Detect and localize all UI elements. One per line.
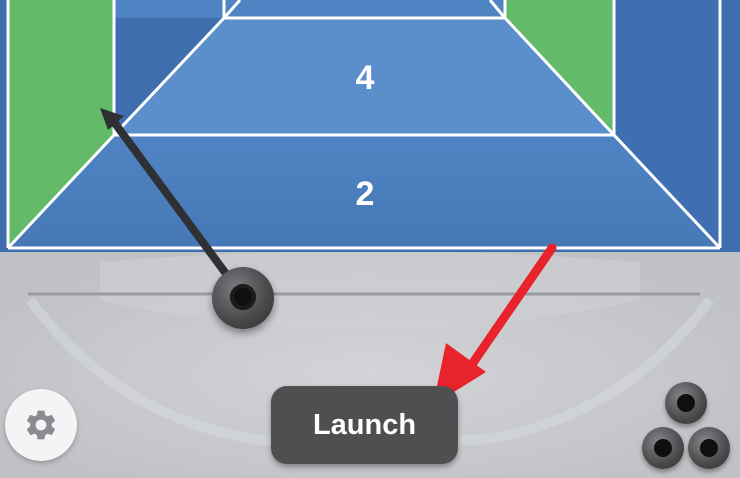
- gear-icon: [26, 410, 56, 440]
- zone-4-label: 4: [355, 59, 375, 97]
- launch-button[interactable]: Launch: [271, 386, 458, 464]
- aim-arrow: [100, 108, 242, 294]
- zone-4-area: [114, 18, 614, 135]
- zone-2-label: 2: [355, 175, 375, 213]
- remaining-ball: [642, 427, 684, 469]
- remaining-ball: [665, 382, 707, 424]
- court-lines: [6, 0, 722, 250]
- launcher-knob[interactable]: [212, 267, 274, 329]
- remaining-ball: [688, 427, 730, 469]
- launcher-knob-hole: [230, 284, 256, 310]
- settings-button[interactable]: [5, 389, 77, 461]
